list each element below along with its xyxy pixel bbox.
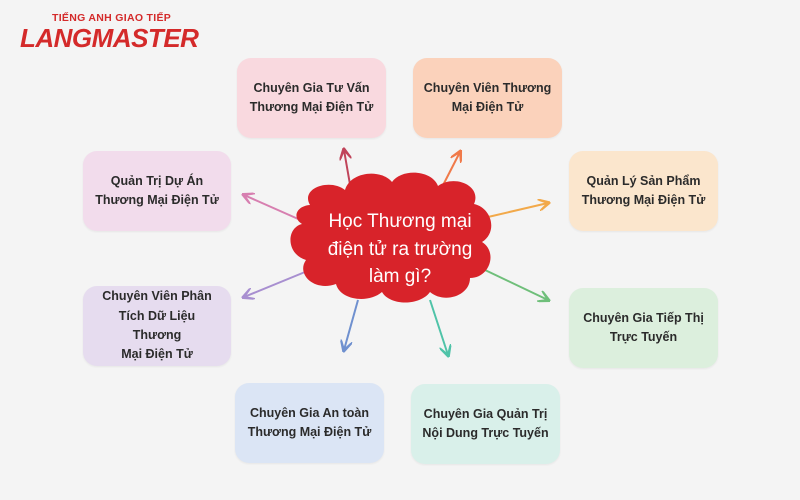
arrow-6	[484, 269, 548, 300]
arrow-4	[487, 203, 548, 218]
central-cloud	[290, 172, 492, 303]
career-box-project-manager: Quản Trị Dự Án Thương Mại Điện Tử	[83, 151, 231, 231]
arrow-5	[244, 271, 306, 297]
brand-tagline: TIẾNG ANH GIAO TIẾP	[52, 12, 172, 24]
arrowhead-2	[451, 150, 462, 162]
arrowhead-6	[538, 291, 550, 303]
arrowhead-7	[340, 340, 352, 352]
career-box-ecommerce-specialist: Chuyên Viên Thương Mại Điện Tử	[413, 58, 562, 138]
arrowhead-1	[339, 148, 352, 160]
brand-name: LANGMASTER	[20, 23, 199, 53]
arrow-7	[344, 299, 359, 350]
career-box-ecommerce-security: Chuyên Gia An toàn Thương Mại Điện Tử	[235, 383, 384, 463]
arrowhead-4	[538, 199, 550, 211]
career-box-ecommerce-consultant: Chuyên Gia Tư Vấn Thương Mại Điện Tử	[237, 58, 386, 138]
career-box-online-marketing: Chuyên Gia Tiếp Thị Trực Tuyến	[569, 288, 718, 368]
arrowhead-8	[440, 345, 452, 357]
arrowhead-5	[242, 288, 254, 300]
career-box-product-manager: Quản Lý Sản Phẩm Thương Mại Điện Tử	[569, 151, 718, 231]
arrow-8	[429, 299, 448, 355]
arrowhead-3	[242, 192, 254, 204]
arrow-3	[244, 195, 306, 223]
central-question: Học Thương mại điện tử ra trường làm gì?	[327, 211, 473, 288]
career-box-data-analyst: Chuyên Viên Phân Tích Dữ Liệu Thương Mại…	[83, 286, 231, 366]
brand-logo: TIẾNG ANH GIAO TIẾP LANGMASTER	[20, 10, 200, 53]
career-box-content-manager: Chuyên Gia Quản Trị Nội Dung Trực Tuyến	[411, 384, 560, 464]
